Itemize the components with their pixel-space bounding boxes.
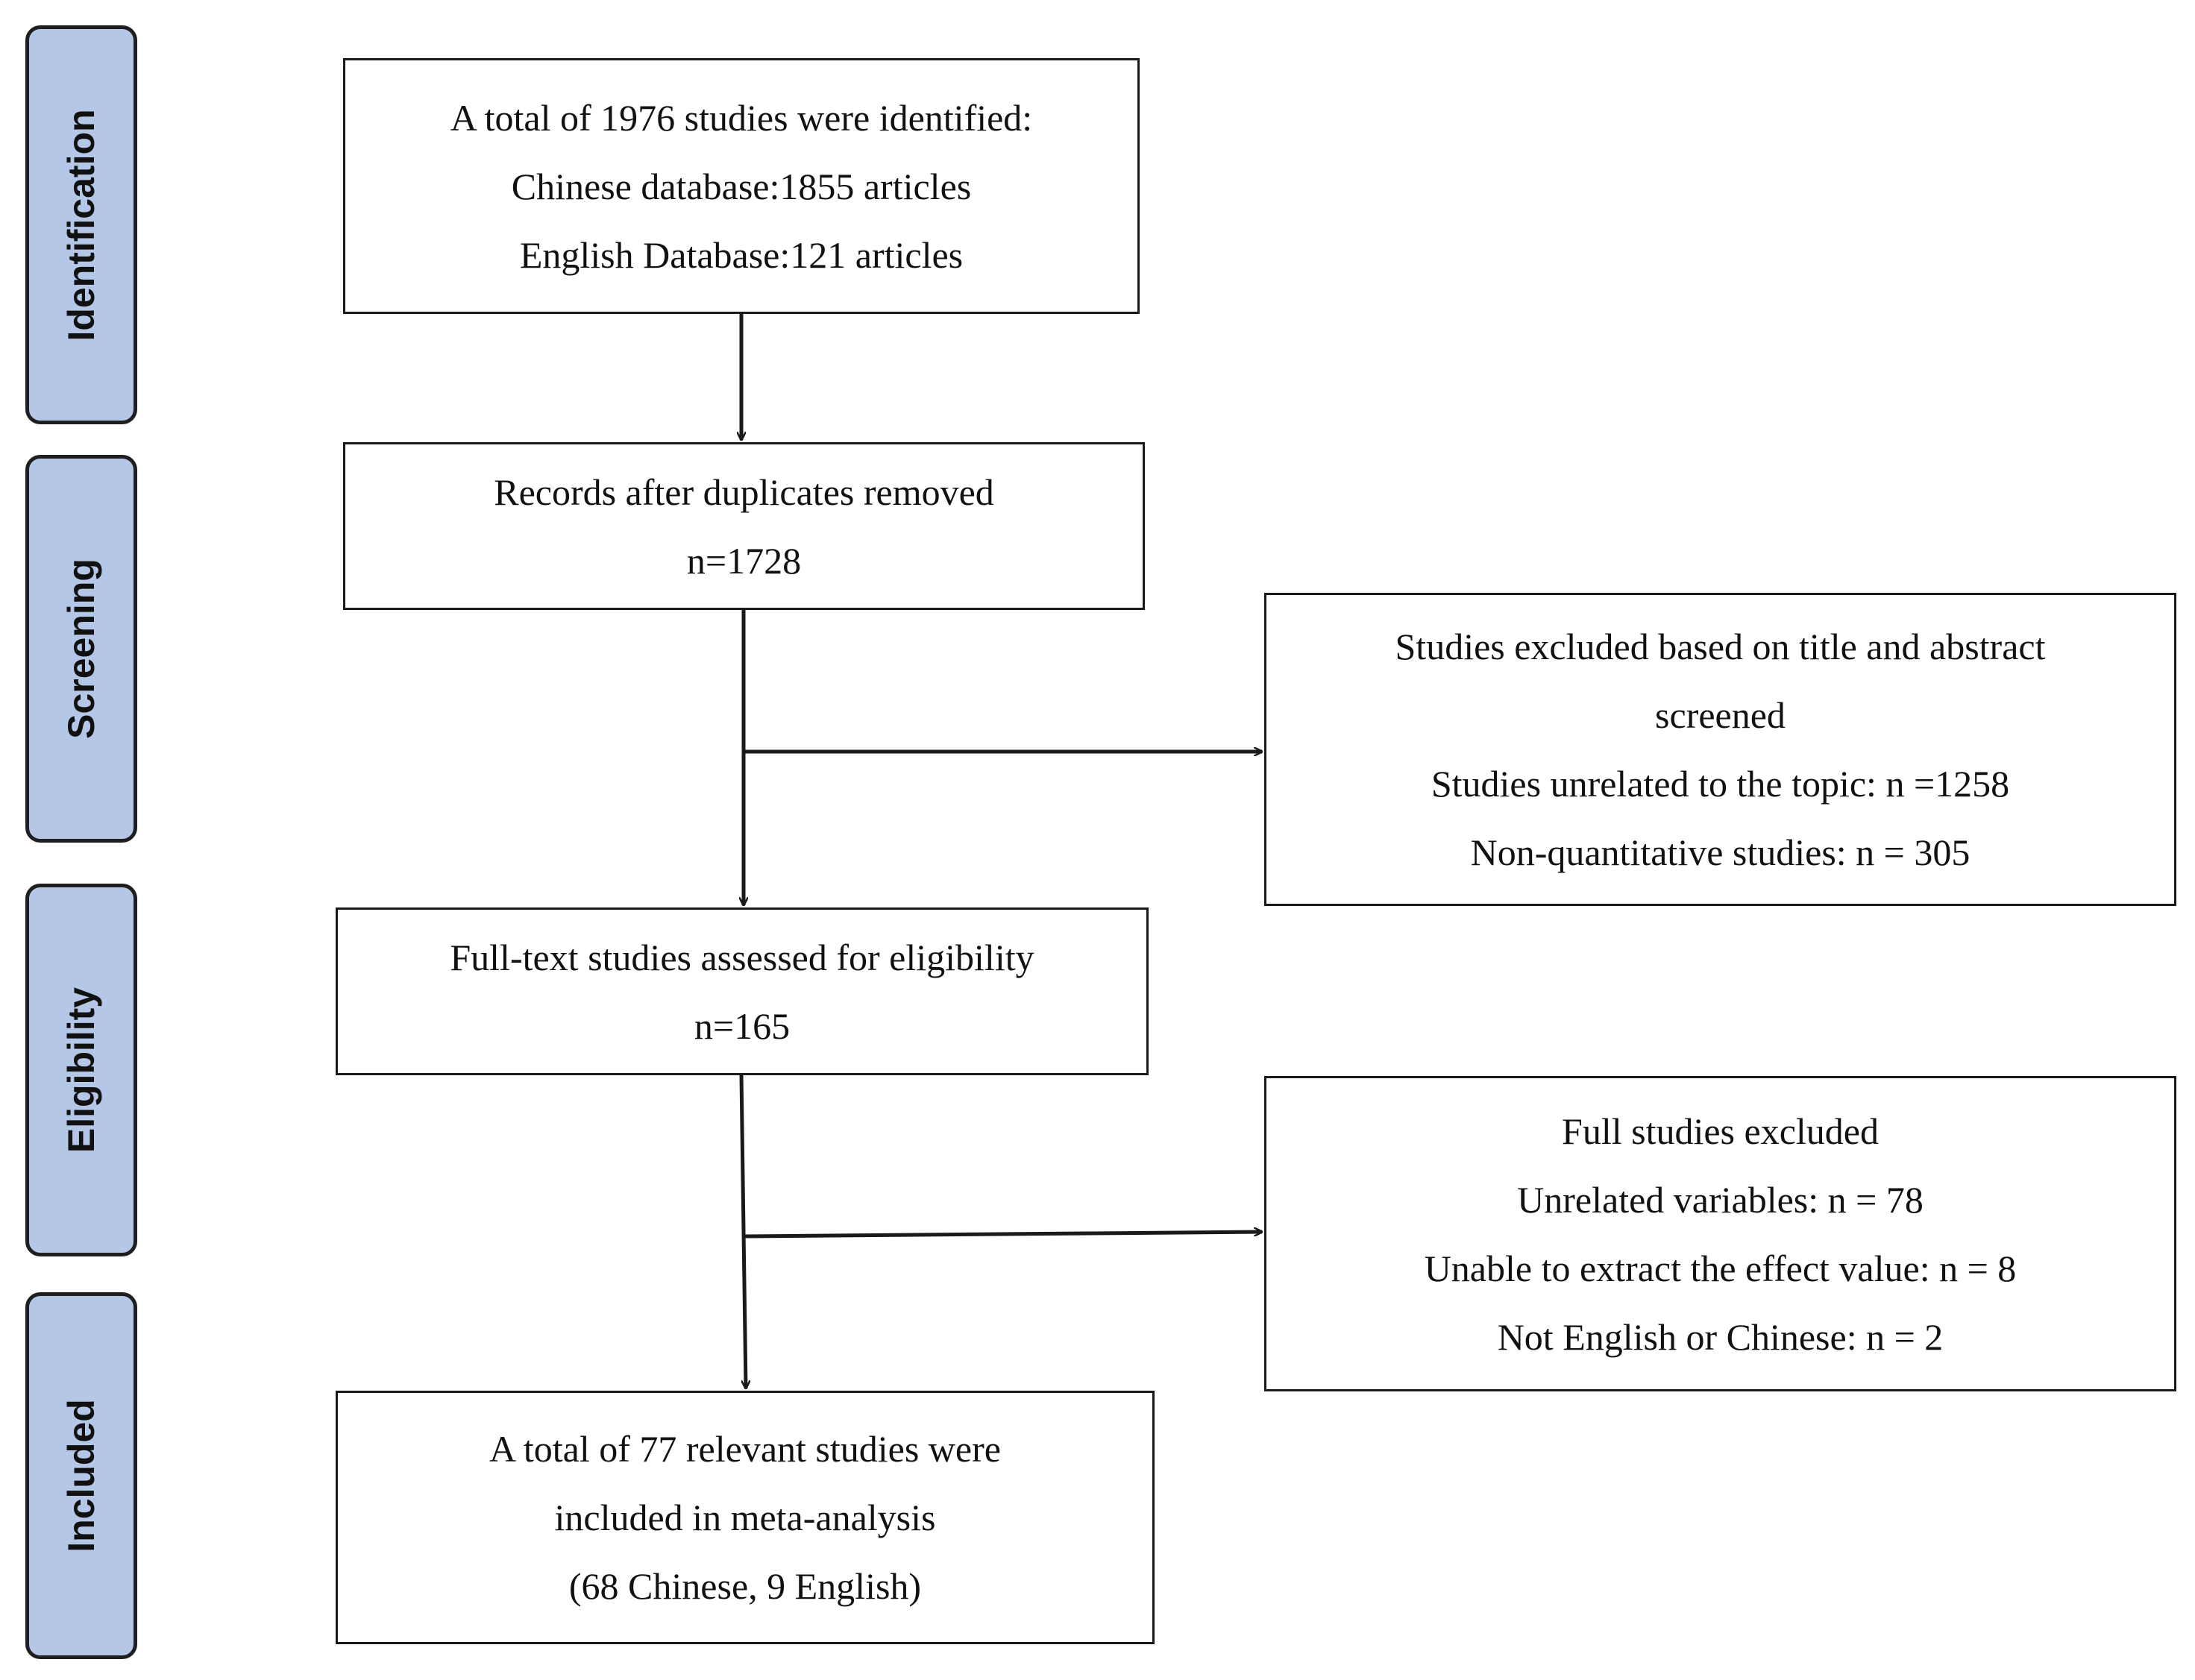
after-duplicates-title: Records after duplicates removed xyxy=(494,471,994,513)
box-studies-included: A total of 77 relevant studies were incl… xyxy=(336,1391,1155,1644)
box-records-after-duplicates: Records after duplicates removed n=1728 xyxy=(343,442,1145,610)
excluded-unrelated-topic: Studies unrelated to the topic: n =1258 xyxy=(1431,763,2010,805)
identified-english-text: English Database:121 articles xyxy=(519,233,964,276)
stage-eligibility: Eligibility xyxy=(25,884,137,1256)
excluded-title-abstract-heading: Studies excluded based on title and abst… xyxy=(1395,626,2046,667)
full-text-assessed-title: Full-text studies assessed for eligibili… xyxy=(450,936,1034,978)
full-excluded-effect-value: Unable to extract the effect value: n = … xyxy=(1424,1247,2017,1289)
full-excluded-unrelated-variables: Unrelated variables: n = 78 xyxy=(1517,1178,1924,1221)
box-full-text-assessed: Full-text studies assessed for eligibili… xyxy=(336,907,1149,1075)
stage-identification: Identification xyxy=(25,25,137,424)
stage-included: Included xyxy=(25,1292,137,1659)
excluded-title-abstract-heading-cont: screened xyxy=(1655,694,1786,736)
box-excluded-title-abstract: Studies excluded based on title and abst… xyxy=(1264,593,2176,906)
excluded-non-quantitative: Non-quantitative studies: n = 305 xyxy=(1470,831,1971,873)
box-studies-identified: A total of 1976 studies were identified:… xyxy=(343,58,1140,314)
identified-chinese-text: Chinese database:1855 articles xyxy=(511,165,972,207)
included-breakdown-text: (68 Chinese, 9 English) xyxy=(568,1565,922,1607)
included-meta-analysis-text: included in meta-analysis xyxy=(554,1497,936,1538)
box-full-studies-excluded: Full studies excluded Unrelated variable… xyxy=(1264,1076,2176,1391)
stage-screening: Screening xyxy=(25,455,137,843)
after-duplicates-count: n=1728 xyxy=(686,539,802,582)
arrow-eligibility-to-included xyxy=(739,1075,746,1388)
full-text-assessed-count: n=165 xyxy=(694,1004,791,1047)
arrow-to-full-studies-excluded xyxy=(742,1232,1262,1239)
full-excluded-language: Not English or Chinese: n = 2 xyxy=(1497,1315,1944,1358)
identified-total-text: A total of 1976 studies were identified: xyxy=(450,96,1033,139)
included-total-text: A total of 77 relevant studies were xyxy=(489,1428,1001,1470)
full-excluded-heading: Full studies excluded xyxy=(1562,1110,1879,1152)
